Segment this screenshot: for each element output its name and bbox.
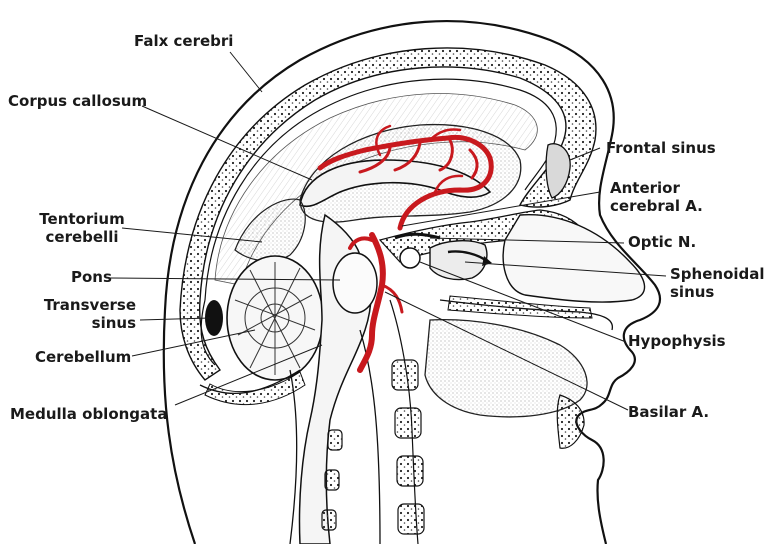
- label-tentorium-cerebelli: Tentorium cerebelli: [38, 210, 126, 246]
- sphenoidal-sinus-shape: [430, 241, 487, 280]
- pons-shape: [333, 253, 377, 313]
- label-tentorium-line2: cerebelli: [38, 228, 126, 246]
- label-cerebellum: Cerebellum: [35, 348, 131, 366]
- label-anterior-cerebral-artery: Anterior cerebral A.: [610, 179, 703, 215]
- cerebellum-shape: [227, 256, 323, 380]
- label-transverse-sinus: Transverse sinus: [30, 296, 136, 332]
- mandible: [557, 395, 584, 448]
- label-hypophysis: Hypophysis: [628, 332, 726, 350]
- label-transverse-line2: sinus: [30, 314, 136, 332]
- label-anterior-line1: Anterior: [610, 179, 703, 197]
- label-optic-nerve: Optic N.: [628, 233, 696, 251]
- label-sphenoidal-line2: sinus: [670, 283, 765, 301]
- label-corpus-callosum: Corpus callosum: [8, 92, 147, 110]
- label-medulla-oblongata: Medulla oblongata: [10, 405, 167, 423]
- label-anterior-line2: cerebral A.: [610, 197, 703, 215]
- nasal-cavity: [503, 215, 644, 302]
- label-falx-cerebri: Falx cerebri: [134, 32, 233, 50]
- label-sphenoidal-line1: Sphenoidal: [670, 265, 765, 283]
- hypophysis-shape: [400, 248, 420, 268]
- label-frontal-sinus: Frontal sinus: [606, 139, 716, 157]
- label-pons: Pons: [71, 268, 112, 286]
- label-basilar-artery: Basilar A.: [628, 403, 709, 421]
- label-sphenoidal-sinus: Sphenoidal sinus: [670, 265, 765, 301]
- label-transverse-line1: Transverse: [30, 296, 136, 314]
- label-tentorium-line1: Tentorium: [38, 210, 126, 228]
